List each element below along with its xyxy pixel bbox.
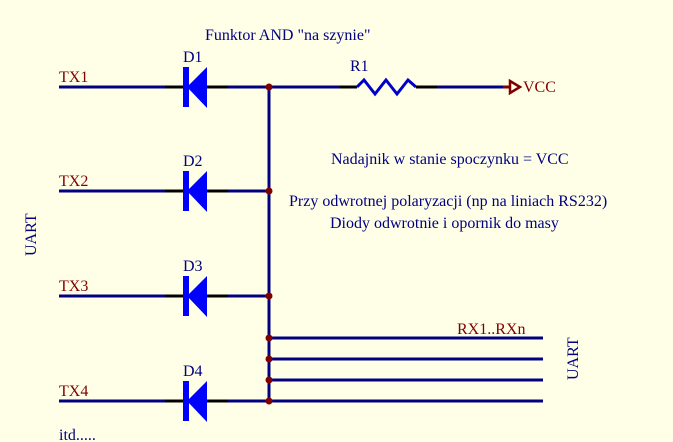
schematic-title: Funktor AND "na szynie" (205, 27, 371, 44)
diode-ref-d4: D4 (183, 363, 203, 380)
net-label-tx1: TX1 (59, 69, 88, 86)
uart-right-label: UART (565, 337, 582, 380)
power-port-arrow-icon (508, 78, 523, 96)
tx-row-2: TX2 D2 (59, 153, 269, 212)
continuation-note: itd..... (59, 427, 96, 442)
d4-anode-triangle (187, 381, 207, 422)
rx-bus: RX1..RXn (269, 321, 543, 403)
pullup-resistor-r1: R1 (269, 58, 503, 97)
junctions (265, 83, 273, 405)
d4-cathode-bar (183, 381, 189, 421)
vcc-label: VCC (523, 79, 556, 96)
d2-cathode-bar (183, 171, 189, 211)
note-reverse-polarity: Przy odwrotnej polaryzacji (np na liniac… (289, 193, 607, 210)
net-label-tx3: TX3 (59, 278, 88, 295)
net-label-tx4: TX4 (59, 383, 88, 400)
diode-ref-d2: D2 (183, 153, 203, 170)
uart-left-label: UART (23, 213, 40, 256)
tx-row-1: TX1 D1 (59, 49, 269, 108)
resistor-ref-r1: R1 (350, 58, 369, 75)
junction-dot (265, 292, 273, 300)
note-reverse-diodes: Diody odwrotnie i opornik do masy (330, 215, 559, 232)
d3-cathode-bar (183, 276, 189, 316)
net-label-tx2: TX2 (59, 173, 88, 190)
junction-dot (265, 376, 273, 384)
note-idle-state: Nadajnik w stanie spoczynku = VCC (331, 151, 569, 168)
diode-ref-d3: D3 (183, 258, 203, 275)
rx-bus-label: RX1..RXn (457, 321, 525, 338)
junction-dot (265, 355, 273, 363)
tx-row-3: TX3 D3 (59, 258, 269, 317)
tx-row-4: TX4 D4 (59, 363, 269, 422)
junction-dot (265, 334, 273, 342)
d1-anode-triangle (187, 67, 207, 108)
resistor-zigzag-icon (355, 77, 417, 97)
junction-dot (265, 187, 273, 195)
d2-anode-triangle (187, 171, 207, 212)
vcc-port: VCC (503, 78, 556, 96)
diode-ref-d1: D1 (183, 49, 203, 66)
d3-anode-triangle (187, 276, 207, 317)
d1-cathode-bar (183, 67, 189, 107)
junction-dot (265, 397, 273, 405)
junction-dot (265, 83, 273, 91)
